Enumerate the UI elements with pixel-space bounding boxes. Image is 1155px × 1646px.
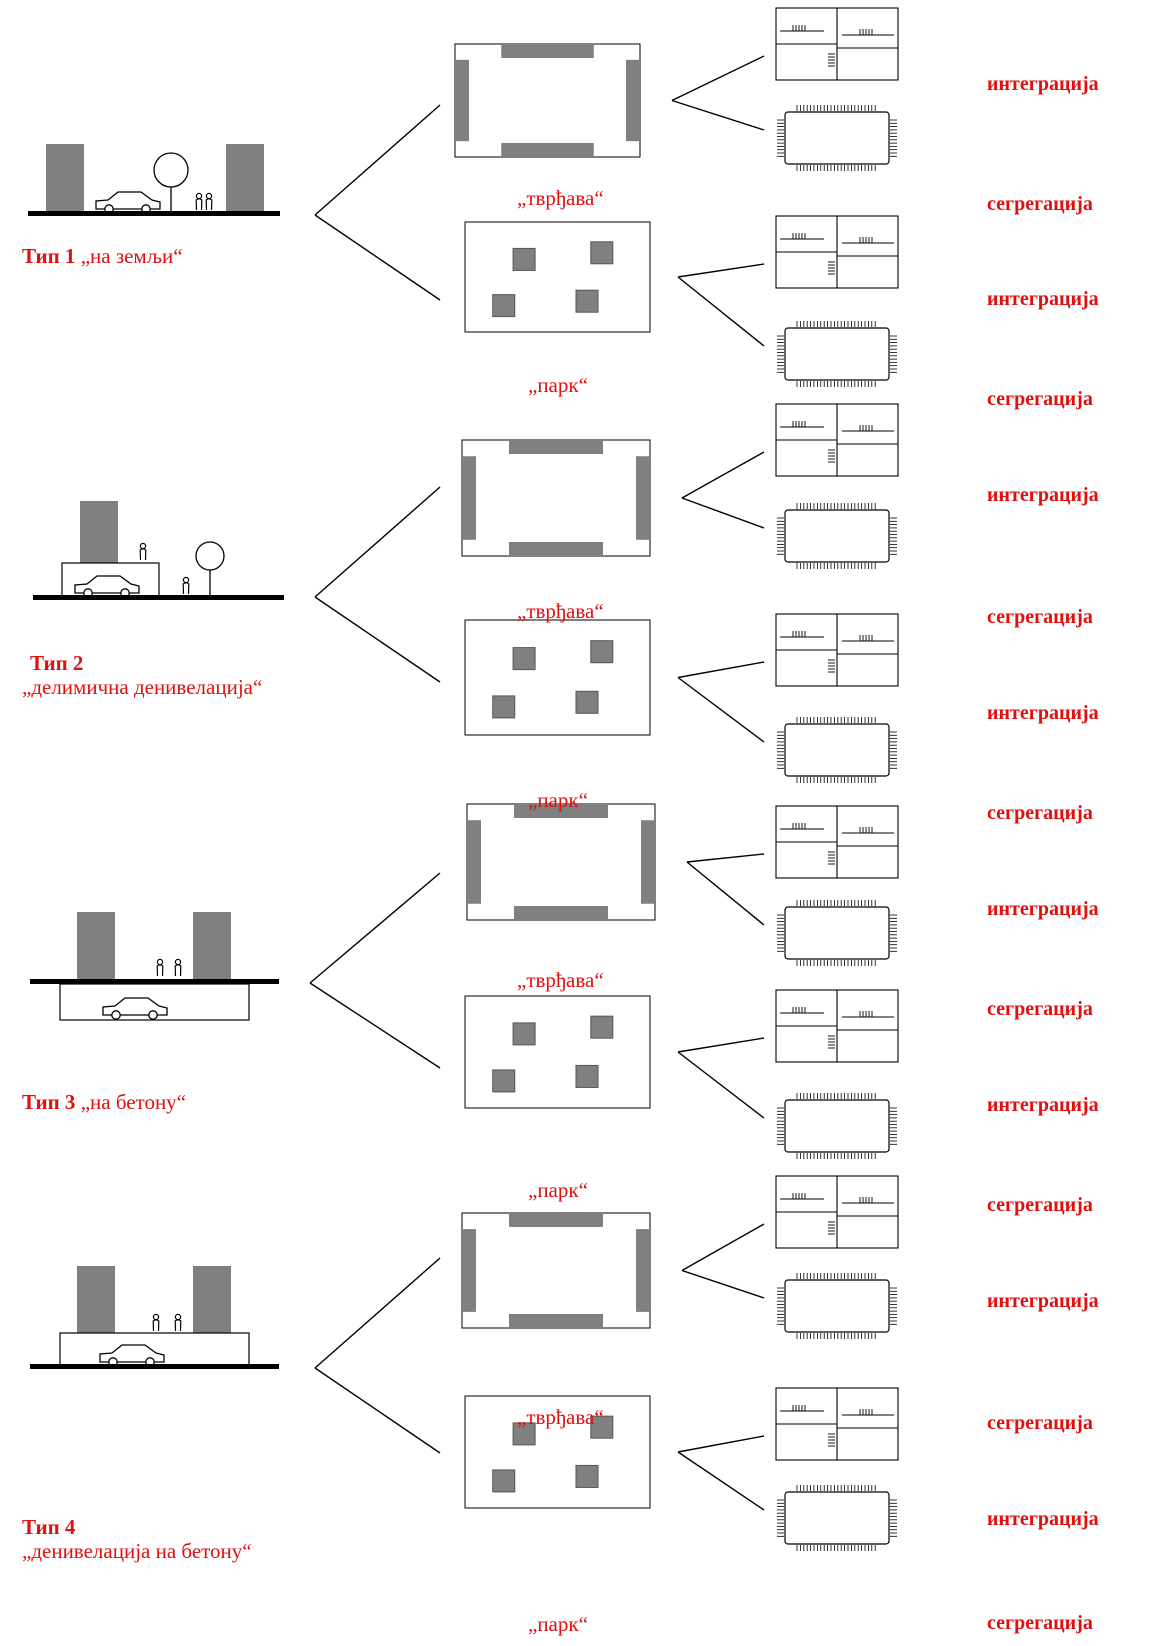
type-1-section-illustration [28, 144, 280, 216]
outcome-label-segregation: сегрегација [987, 802, 1093, 824]
segregation-plan-icon [777, 321, 897, 387]
type-3-section-illustration [30, 912, 279, 1021]
segregation-plan-icon [777, 717, 897, 783]
park-block-plan [464, 1395, 651, 1509]
branch-connector [686, 853, 765, 926]
outcome-label-integration: интеграција [987, 1290, 1099, 1312]
scheme-label-park: „парк“ [528, 1612, 588, 1636]
fortress-block-plan [466, 803, 656, 921]
integration-plan-icon [775, 805, 899, 879]
integration-plan-icon [775, 1387, 899, 1461]
scheme-label-fortress: „тврђава“ [517, 186, 604, 210]
outcome-label-segregation: сегрегација [987, 1412, 1093, 1434]
outcome-label-integration: интеграција [987, 702, 1099, 724]
scheme-label-park: „парк“ [528, 1178, 588, 1202]
branch-connector [314, 1257, 441, 1454]
segregation-plan-icon [777, 1273, 897, 1339]
fortress-block-plan [461, 1212, 651, 1329]
branch-connector [681, 451, 765, 529]
integration-plan-icon [775, 215, 899, 289]
park-block-plan [464, 995, 651, 1109]
scheme-label-park: „парк“ [528, 373, 588, 397]
integration-plan-icon [775, 989, 899, 1063]
outcome-label-segregation: сегрегација [987, 1194, 1093, 1216]
branch-connector [677, 1037, 765, 1119]
branch-connector [309, 872, 441, 1069]
outcome-label-integration: интеграција [987, 288, 1099, 310]
branch-connector [677, 661, 765, 743]
integration-plan-icon [775, 613, 899, 687]
scheme-label-fortress: „тврђава“ [517, 1405, 604, 1429]
scheme-label-fortress: „тврђава“ [517, 599, 604, 623]
segregation-plan-icon [777, 105, 897, 171]
outcome-label-segregation: сегрегација [987, 998, 1093, 1020]
type-2-label: Тип 2„делимична денивелација“ [22, 651, 263, 700]
fortress-block-plan [461, 439, 651, 557]
park-block-plan [464, 619, 651, 736]
branch-connector [681, 1223, 765, 1299]
branch-connector [314, 486, 441, 683]
outcome-label-integration: интеграција [987, 73, 1099, 95]
outcome-label-segregation: сегрегација [987, 388, 1093, 410]
integration-plan-icon [775, 403, 899, 477]
branch-connector [314, 104, 441, 301]
branch-connector [677, 263, 765, 347]
segregation-plan-icon [777, 1093, 897, 1159]
segregation-plan-icon [777, 503, 897, 569]
type-4-section-illustration [30, 1266, 279, 1369]
branch-connector [677, 1435, 765, 1511]
integration-plan-icon [775, 7, 899, 81]
fortress-block-plan [454, 43, 641, 158]
outcome-label-integration: интеграција [987, 898, 1099, 920]
outcome-label-integration: интеграција [987, 1508, 1099, 1530]
type-4-label: Тип 4„денивелација на бетону“ [22, 1515, 252, 1564]
outcome-label-integration: интеграција [987, 1094, 1099, 1116]
branch-connector [671, 55, 765, 131]
outcome-label-segregation: сегрегација [987, 193, 1093, 215]
outcome-label-segregation: сегрегација [987, 606, 1093, 628]
type-3-label: Тип 3 „на бетону“ [22, 1090, 187, 1114]
outcome-label-segregation: сегрегација [987, 1612, 1093, 1634]
type-2-section-illustration [33, 501, 284, 600]
type-1-label: Тип 1 „на земљи“ [22, 244, 183, 268]
scheme-label-fortress: „тврђава“ [517, 968, 604, 992]
integration-plan-icon [775, 1175, 899, 1249]
segregation-plan-icon [777, 1485, 897, 1551]
outcome-label-integration: интеграција [987, 484, 1099, 506]
segregation-plan-icon [777, 900, 897, 966]
park-block-plan [464, 221, 651, 333]
scheme-label-park: „парк“ [528, 788, 588, 812]
